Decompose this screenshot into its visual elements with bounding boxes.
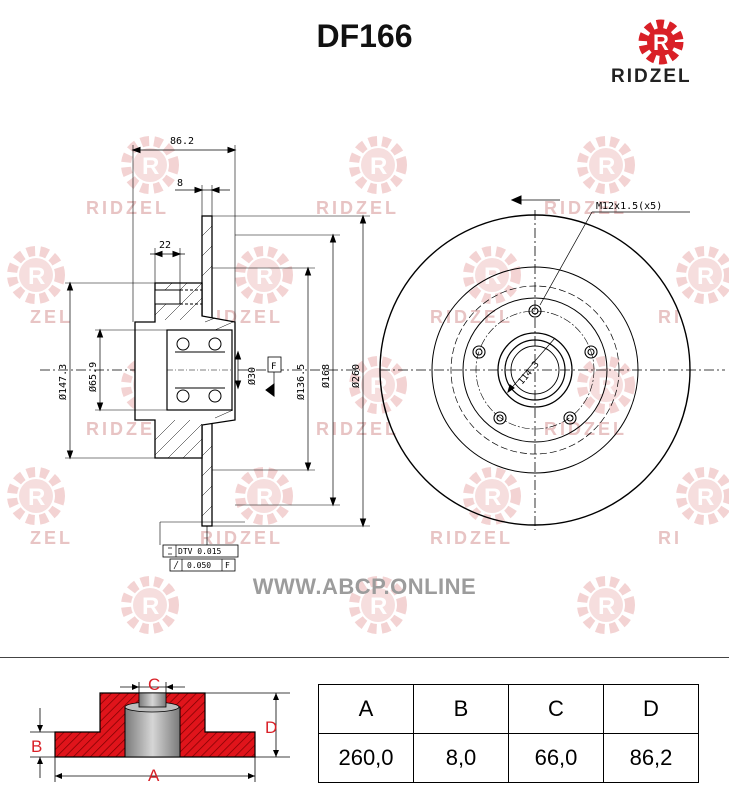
- dimension-hub-label: 22: [159, 240, 171, 251]
- brake-disc-drawing: 86.2 8 22 Ø147.3 Ø65.9 Ø30 Ø136.5 Ø168 Ø…: [40, 136, 725, 572]
- watermark: RIDZEL: [86, 419, 169, 439]
- table-cell: 66,0: [508, 733, 604, 783]
- website-link[interactable]: WWW.ABCP.ONLINE: [252, 574, 477, 599]
- ridzel-gear-logo-icon: R: [638, 19, 684, 65]
- legend-c-label: C: [148, 675, 160, 694]
- table-cell: 86,2: [603, 733, 699, 783]
- legend-d-label: D: [265, 718, 277, 737]
- diameter-65-label: Ø65.9: [87, 362, 99, 392]
- table-header-cell: A: [318, 684, 414, 734]
- legend-b-label: B: [31, 737, 42, 756]
- legend-a-label: A: [148, 766, 160, 785]
- table-header-cell: D: [603, 684, 699, 734]
- pcd-label: 114.3: [517, 360, 542, 387]
- bolt-spec-label: M12x1.5(x5): [596, 201, 662, 212]
- watermark: RIDZEL: [316, 419, 399, 439]
- dimensions-table: A B C D 260,0 8,0 66,0 86,2: [318, 684, 699, 783]
- table-row: 260,0 8,0 66,0 86,2: [318, 733, 699, 783]
- tolerance-dtv-label: DTV 0.015: [178, 547, 222, 556]
- diameter-147-label: Ø147.3: [57, 364, 69, 400]
- watermark: ZEL: [30, 307, 73, 327]
- table-header-cell: C: [508, 684, 604, 734]
- table-cell: 260,0: [318, 733, 414, 783]
- divider: [0, 657, 729, 658]
- table-header-row: A B C D: [318, 684, 699, 734]
- tolerance-runout-label: 0.050: [187, 561, 211, 570]
- diameter-136-label: Ø136.5: [295, 364, 307, 400]
- diameter-260-label: Ø260: [350, 364, 362, 388]
- datum-label: F: [271, 362, 276, 372]
- brand-name: RIDZEL: [611, 66, 692, 87]
- watermark: RIDZEL: [544, 198, 627, 218]
- watermark: RI: [658, 528, 682, 548]
- dimension-width-label: 86.2: [170, 136, 194, 147]
- watermark: RIDZEL: [86, 198, 169, 218]
- diameter-168-label: Ø168: [320, 364, 332, 388]
- dimension-legend-diagram: C D B A: [30, 675, 290, 785]
- watermark: RIDZEL: [200, 528, 283, 548]
- watermark: RI: [658, 307, 682, 327]
- watermark: RIDZEL: [544, 419, 627, 439]
- table-cell: 8,0: [413, 733, 509, 783]
- watermark: RIDZEL: [316, 198, 399, 218]
- dimension-thickness-label: 8: [177, 178, 183, 189]
- diameter-30-label: Ø30: [246, 367, 258, 385]
- table-header-cell: B: [413, 684, 509, 734]
- part-number-title: DF166: [316, 18, 413, 54]
- svg-text:R: R: [653, 30, 669, 55]
- tolerance-ref-label: F: [225, 561, 230, 570]
- watermark: RIDZEL: [430, 528, 513, 548]
- watermark: ZEL: [30, 528, 73, 548]
